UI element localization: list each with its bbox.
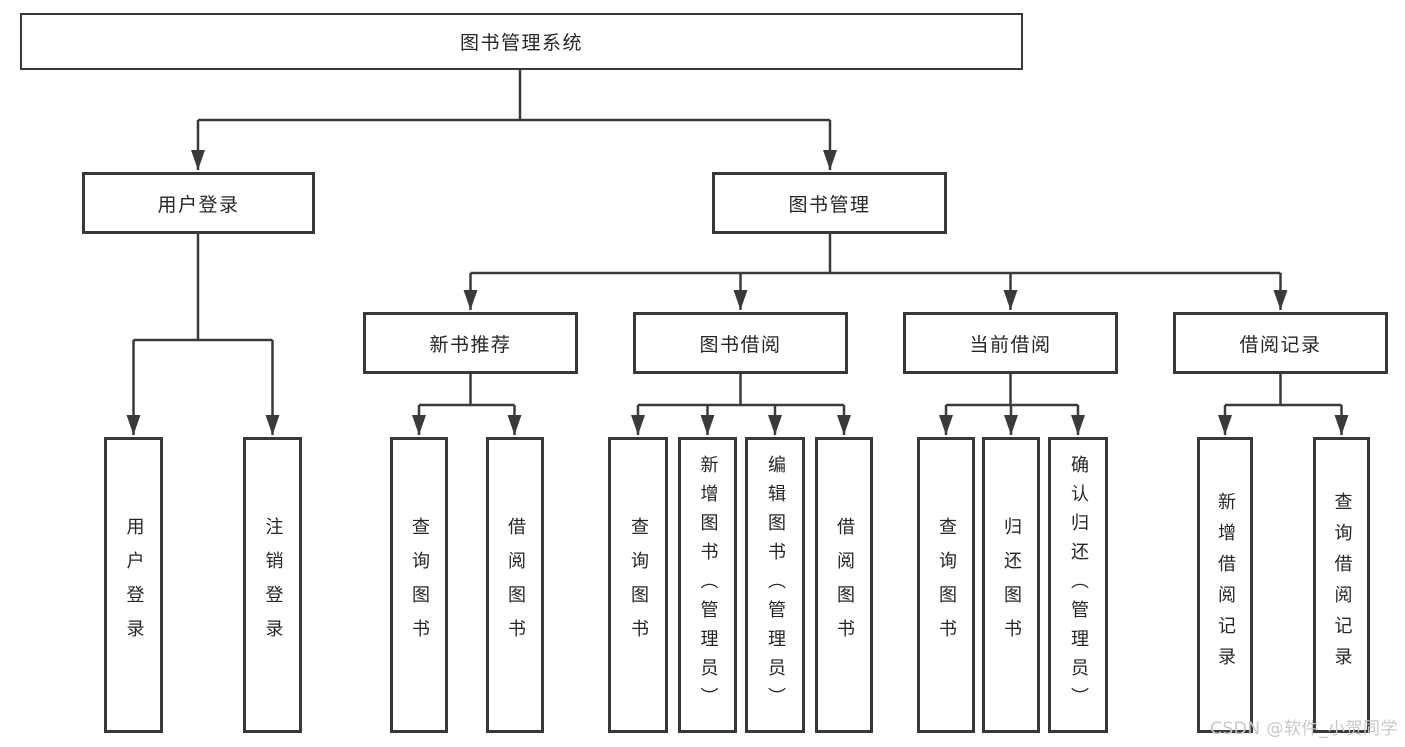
leaf-borrow-books-borrow: 借阅图书 xyxy=(815,437,873,733)
node-user-login: 用户登录 xyxy=(82,172,315,234)
node-label: 当前借阅 xyxy=(969,333,1052,356)
node-book-management: 图书管理 xyxy=(712,172,947,234)
leaf-return-books: 归还图书 xyxy=(982,437,1040,733)
leaf-edit-books-admin: 编辑图书（管理员） xyxy=(745,437,805,733)
node-new-book-recommendation: 新书推荐 xyxy=(363,312,578,374)
csdn-watermark: CSDN @软件_小贺同学 xyxy=(1210,719,1398,739)
leaf-label: 借阅图书 xyxy=(834,517,855,653)
leaf-label: 新增借阅记录 xyxy=(1215,492,1236,678)
leaf-label: 确认归还（管理员） xyxy=(1068,454,1089,716)
node-current-borrowing: 当前借阅 xyxy=(903,312,1118,374)
leaf-logout: 注销登录 xyxy=(243,437,302,733)
node-label: 图书管理 xyxy=(788,193,871,216)
leaf-label: 查询图书 xyxy=(628,517,649,653)
leaf-label: 查询借阅记录 xyxy=(1331,492,1353,678)
leaf-label: 注销登录 xyxy=(262,517,284,653)
leaf-label: 查询图书 xyxy=(409,517,430,653)
leaf-label: 查询图书 xyxy=(936,517,957,653)
leaf-label: 归还图书 xyxy=(1001,517,1022,653)
node-label: 用户登录 xyxy=(157,193,240,216)
node-label: 图书借阅 xyxy=(699,333,782,356)
leaf-label: 用户登录 xyxy=(123,517,145,653)
node-borrowing-records: 借阅记录 xyxy=(1173,312,1388,374)
node-label: 图书管理系统 xyxy=(459,32,583,54)
leaf-label: 借阅图书 xyxy=(505,517,526,653)
leaf-add-books-admin: 新增图书（管理员） xyxy=(678,437,737,733)
node-label: 借阅记录 xyxy=(1239,333,1322,356)
leaf-query-books-borrow: 查询图书 xyxy=(608,437,668,733)
leaf-user-login: 用户登录 xyxy=(104,437,163,733)
leaf-confirm-return-admin: 确认归还（管理员） xyxy=(1048,437,1108,733)
node-library-management-system: 图书管理系统 xyxy=(20,13,1023,70)
leaf-query-books-current: 查询图书 xyxy=(917,437,975,733)
leaf-add-borrow-record: 新增借阅记录 xyxy=(1197,437,1253,733)
leaf-query-books-recommend: 查询图书 xyxy=(390,437,448,733)
node-book-borrowing: 图书借阅 xyxy=(633,312,848,374)
node-label: 新书推荐 xyxy=(429,333,512,356)
leaf-borrow-books-recommend: 借阅图书 xyxy=(486,437,544,733)
leaf-label: 编辑图书（管理员） xyxy=(765,454,786,716)
leaf-label: 新增图书（管理员） xyxy=(697,454,719,716)
leaf-query-borrow-record: 查询借阅记录 xyxy=(1313,437,1370,733)
